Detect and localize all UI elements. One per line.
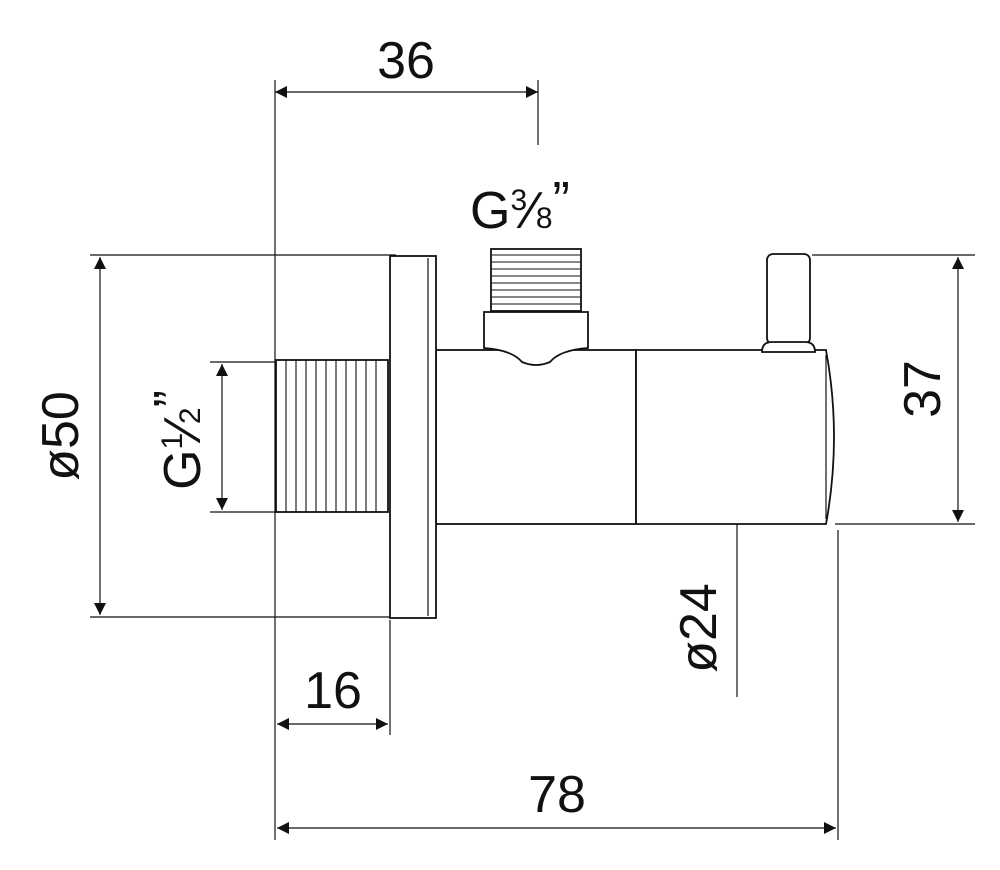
valve-handle-body <box>635 349 835 525</box>
dim-37-label: 37 <box>894 360 952 418</box>
valve-handle-pin <box>766 253 811 345</box>
dim-78-label: 78 <box>528 766 586 824</box>
dim-flange-diameter-label: ø50 <box>32 391 90 481</box>
outlet-fitting <box>483 311 589 366</box>
dim-16-label: 16 <box>304 662 362 720</box>
dimension-lines <box>94 86 964 834</box>
inlet-thread <box>275 359 389 513</box>
dim-inlet-thread-label: G1⁄2” <box>144 390 212 490</box>
dim-36-label: 36 <box>377 32 435 90</box>
dim-outlet-thread-label: G3⁄8” <box>470 172 570 240</box>
valve-flange <box>389 255 437 619</box>
dim-body-diameter-label: ø24 <box>670 583 728 673</box>
outlet-thread <box>490 248 582 312</box>
valve-part <box>275 248 835 619</box>
valve-pipe <box>435 349 637 525</box>
